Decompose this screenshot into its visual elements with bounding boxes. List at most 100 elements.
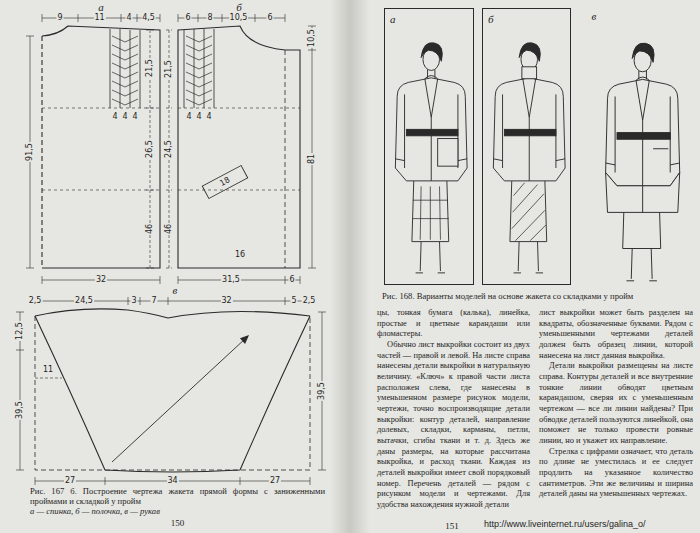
page-number: 150 [30,518,325,529]
jacket-details [643,149,669,213]
grain-arrowhead [241,336,248,343]
pocket-outline [202,165,247,198]
patch-pocket [438,139,458,167]
dimension-label: 39,5 [16,400,24,420]
body-paragraph: лист выкройки может быть разделен на ква… [539,308,693,361]
caption-block: Рис. 168. Варианты моделей на основе жак… [382,292,694,302]
model-letter: а [385,11,396,25]
sleeve-frame [35,316,310,470]
dimension-line [30,297,315,305]
body-paragraph: Стрелка с цифрами означает, что деталь п… [539,447,693,500]
grain-arrow [112,338,246,462]
sleeve-piece [16,297,326,485]
dimension-label: 27 [269,477,281,485]
piece-letter: в [173,285,178,296]
dimension-label: 8 [206,14,213,22]
dimension-line [35,477,310,485]
dimension-label: 24,5 [165,139,173,159]
dimension-line [16,312,24,470]
dimension-line [42,14,160,22]
pleat-lines [184,29,214,108]
level-lines [178,108,300,190]
dimension-label: 10,5 [229,14,249,22]
dimension-line [26,36,34,268]
dimension-label: 91,5 [26,142,34,162]
page-number: 151 [445,522,459,531]
model-figure [493,43,565,273]
dimension-label: 6 [184,14,191,22]
dimension-label: 4 [185,113,192,121]
long-jacket [606,149,680,213]
skirt-hatching [512,183,546,241]
dimension-label: 4 [121,113,128,121]
dimension-label: 2,5 [28,297,43,305]
high-collar [522,67,537,79]
dimension-label: 6 [288,276,295,284]
text-column: цы, тонкая бумага (калька), линейка, про… [377,308,530,511]
dimension-label: 12,5 [16,321,24,341]
dimension-label: 26,5 [146,139,154,159]
back-fold-line [41,36,42,268]
piece-letter: б [236,2,242,13]
dimension-label: 34 [166,477,178,485]
sleeve-cap [35,309,310,318]
model-frame: б [482,8,571,285]
dimension-label: 3 [130,297,137,305]
front-outline [178,26,300,268]
dimension-label: 27 [64,477,76,485]
dimension-label: 5 [290,297,297,305]
dimension-label: 18 [218,176,233,189]
dimension-label: 4 [195,113,202,121]
level-lines [42,108,160,190]
dimension-label: 39,5 [318,381,326,401]
dimension-label: 24,5 [74,297,94,305]
model-figure [395,43,467,273]
pleat-hatching [112,36,138,105]
text-column: лист выкройки может быть разделен на ква… [539,308,693,500]
model-figure [606,43,680,281]
plaid-skirt [413,139,458,240]
dimension-label: 2,5 [302,297,317,305]
book-gutter [330,0,370,533]
dimension-label: 32 [95,276,107,284]
hatched-skirt [512,67,546,241]
dimension-label: 6 [266,14,273,22]
piece-letter: а [98,2,104,13]
caption-block: Рис. 167 б. Построение чертежа жакета пр… [30,487,325,529]
dimension-line [35,378,62,379]
piece-letter: в [592,11,597,22]
dimension-label: 16 [234,251,246,259]
pleat-hatching [186,36,212,105]
dimension-label: 11 [42,366,54,374]
dimension-line [42,276,160,284]
sleeve-outline [35,316,310,472]
body-paragraph: Детали выкройки размещены на листе справ… [539,361,693,446]
dimension-label: 9 [56,14,63,22]
body-paragraph: цы, тонкая бумага (калька), линейка, про… [377,308,530,340]
dimension-label: 4 [125,14,132,22]
center-front-line [285,50,286,268]
dimension-label: 31,5 [221,276,241,284]
body-paragraph: Обычно лист выкройки состоит из двух час… [377,340,530,511]
dimension-label: 10,5 [308,28,316,48]
dimension-line [178,276,300,284]
figure-caption: Рис. 167 б. Построение чертежа жакета пр… [30,487,325,507]
caption-legend: а — спинка, б — полочка, в — рукав [30,507,325,517]
dimension-line [146,30,154,268]
dimension-label: 81 [308,153,316,165]
plaid-lines [413,186,449,239]
dimension-line [308,26,316,268]
dimension-line [166,30,172,268]
back-piece [26,14,160,284]
dimension-label: 21,5 [146,58,154,78]
dimension-label: 4 [205,113,212,121]
dimension-line [318,312,326,470]
back-outline [42,26,160,268]
front-piece [166,14,316,284]
dimension-label: 7 [150,297,157,305]
dimension-label: 32 [220,297,232,305]
watermark-url: http://www.liveinternet.ru/users/galina_… [482,520,648,530]
dimension-label: 4,5 [141,14,156,22]
figure-caption: Рис. 168. Варианты моделей на основе жак… [382,292,694,302]
